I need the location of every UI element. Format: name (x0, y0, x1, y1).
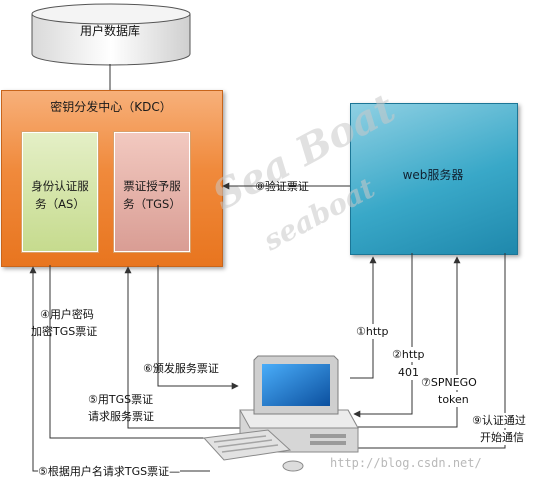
label-4-line2: 加密TGS票证 (31, 325, 98, 338)
as-label-line1: 身份认证服 (31, 179, 89, 193)
label-9-line2: 开始通信 (480, 430, 524, 445)
label-5-line2: 请求服务票证 (88, 410, 154, 423)
label-8-verify-ticket: ⑧验证票证 (255, 180, 309, 193)
arrow-6-service-ticket (157, 265, 239, 390)
label-2-line2: 401 (398, 365, 419, 380)
as-box: 身份认证服 务（AS） (22, 132, 98, 252)
tgs-label-line2: 务（TGS） (123, 197, 181, 211)
label-2-line1: ②http (392, 347, 425, 362)
web-server-label: web服务器 (402, 168, 464, 182)
label-7-line1: ⑦SPNEGO (421, 375, 477, 390)
label-1-http: ①http (356, 324, 389, 339)
label-7-line2: token (438, 392, 469, 407)
label-5-bottom: ⑤根据用户名请求TGS票证— (38, 464, 181, 479)
watermark-url: http://blog.csdn.net/ (330, 456, 482, 470)
label-9-line1: ⑨认证通过 (472, 413, 526, 428)
arrow-4-password-tgs (49, 265, 239, 442)
arrow-7-spnego (357, 256, 461, 428)
label-5-line1: ⑤用TGS票证 (88, 393, 154, 406)
tgs-label-line1: 票证授予服 (123, 179, 181, 193)
arrow-1-http (350, 256, 377, 379)
tgs-box: 票证授予服 务（TGS） (114, 132, 190, 252)
database-label: 用户数据库 (79, 24, 140, 38)
database-cylinder (31, 3, 191, 66)
arrow-9-auth-ok (349, 253, 506, 452)
arrow-5-request-service (124, 266, 240, 429)
as-label-line2: 务（AS） (35, 197, 85, 211)
client-computer-icon (202, 355, 359, 472)
label-6-service-ticket: ⑥颁发服务票证 (143, 362, 219, 375)
kdc-title: 密钥分发中心（KDC） (50, 100, 172, 114)
arrow-2-http-401 (353, 253, 413, 418)
web-server-box (350, 103, 518, 255)
label-4-line1: ④用户密码 (40, 308, 94, 321)
